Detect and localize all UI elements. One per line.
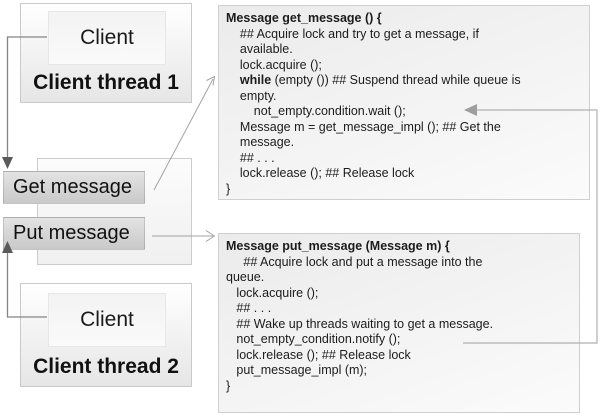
code-line: lock.acquire (); xyxy=(226,285,319,300)
client-1-panel: Client xyxy=(48,11,166,65)
code-line: not_empty.condition.wait (); xyxy=(226,104,406,118)
code-box-get-message: Message get_message () { ## Acquire lock… xyxy=(218,5,590,200)
code-box-put-message: Message put_message (Message m) { ## Acq… xyxy=(218,233,580,413)
code-line: ## Acquire lock and put a message into t… xyxy=(226,254,483,269)
code-lines-put: Message put_message (Message m) { ## Acq… xyxy=(226,239,575,394)
code-line: put_message_impl (m); xyxy=(226,363,368,377)
client-2-label: Client xyxy=(80,308,134,331)
get-message-bar: Get message xyxy=(3,171,145,204)
code-line: ## Wake up threads waiting to get a mess… xyxy=(226,316,494,331)
code-line: Message put_message (Message m) { xyxy=(226,239,450,253)
code-line: } xyxy=(226,378,231,393)
put-message-bar: Put message xyxy=(3,217,145,250)
client-thread-1-caption: Client thread 1 xyxy=(33,71,179,94)
code-lines-get: Message get_message () { ## Acquire lock… xyxy=(226,11,585,197)
code-line: empty. xyxy=(226,88,277,103)
client-thread-2-box: Client Client thread 2 xyxy=(20,283,192,387)
code-line: lock.acquire (); xyxy=(226,57,322,72)
client-2-panel: Client xyxy=(48,293,166,347)
code-line: ## Acquire lock and try to get a message… xyxy=(226,26,479,41)
put-message-label: Put message xyxy=(13,222,130,244)
code-line: Message m = get_message_impl (); ## Get … xyxy=(226,119,501,134)
code-line: available. xyxy=(226,42,293,56)
get-message-label: Get message xyxy=(13,176,132,198)
code-line: message. xyxy=(226,135,295,149)
code-line: ## . . . xyxy=(226,301,272,315)
code-line: lock.release (); ## Release lock xyxy=(226,347,411,362)
client-1-label: Client xyxy=(80,26,134,49)
code-line: } xyxy=(226,181,231,196)
code-line: queue. xyxy=(226,270,265,284)
code-line: lock.release (); ## Release lock xyxy=(226,166,415,180)
code-line: Message get_message () { xyxy=(226,11,382,25)
client-thread-2-caption: Client thread 2 xyxy=(33,355,179,378)
code-line: while (empty ()) ## Suspend thread while… xyxy=(226,73,521,87)
code-line: ## . . . xyxy=(226,150,275,165)
client-thread-1-box: Client Client thread 1 xyxy=(20,3,192,103)
code-line: not_empty_condition.notify (); xyxy=(226,332,401,346)
